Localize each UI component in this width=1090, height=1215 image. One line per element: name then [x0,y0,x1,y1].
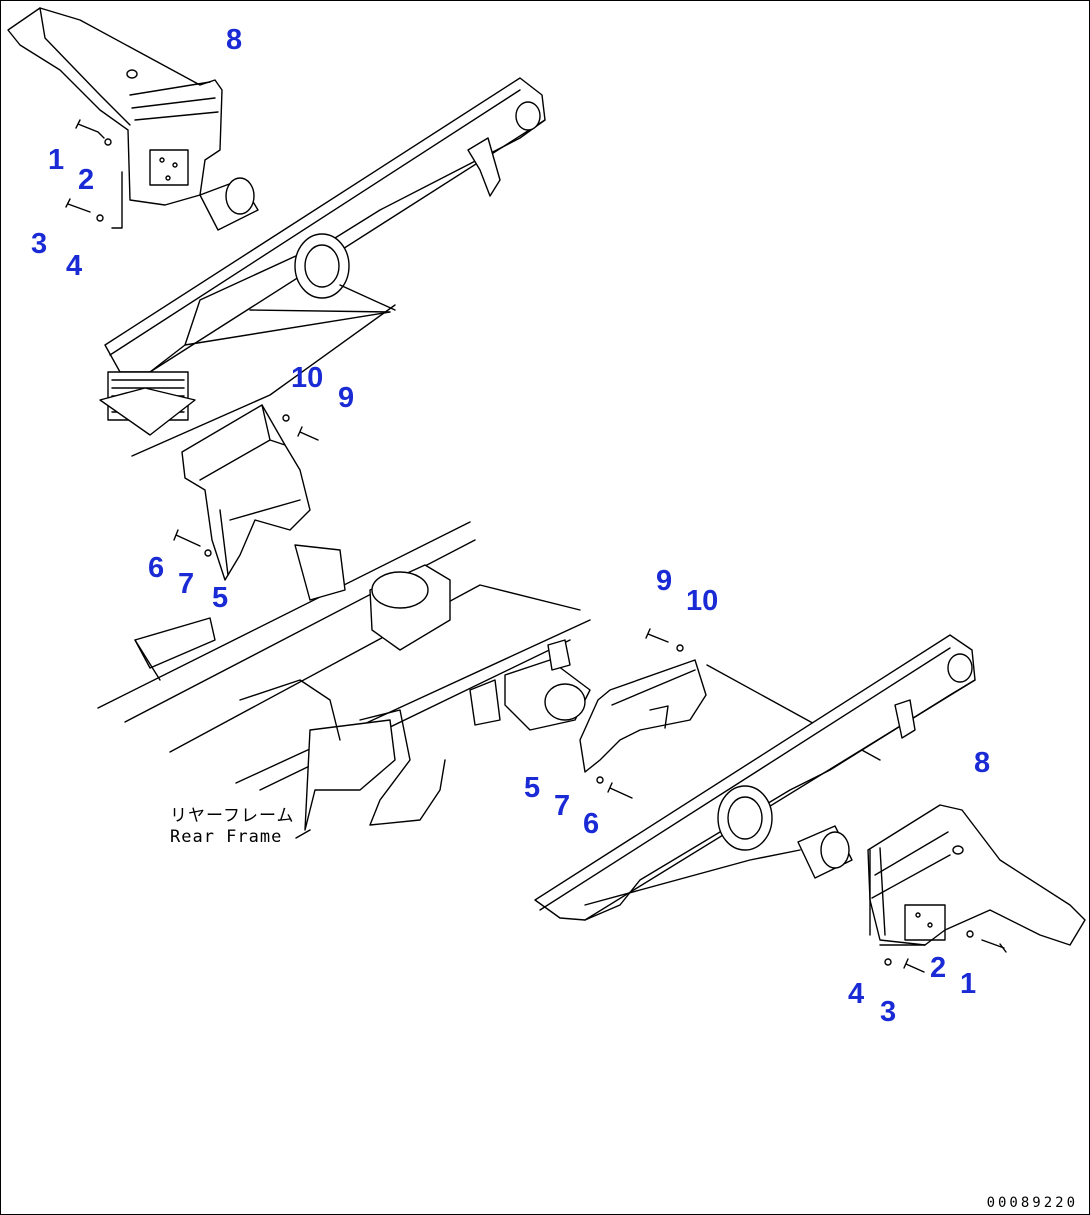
callout-1-bottom-right: 1 [960,968,977,1000]
callout-1-top-left: 1 [48,144,65,176]
callout-10-mid-right: 10 [686,585,719,617]
bracket-mid-left [131,304,396,581]
rear-frame [97,521,591,831]
callout-6-mid-left: 6 [148,552,165,584]
drawing-number: 00089220 [986,1195,1078,1211]
bushing-bottom [797,825,853,879]
callout-7-mid-left: 7 [178,568,195,600]
callout-9-mid-left: 9 [338,382,355,414]
rear-frame-label-japanese: リヤーフレーム [170,806,295,826]
frame-label-leader [295,829,311,839]
trailing-arm-bottom [534,634,976,921]
bracket-top-left [7,7,223,206]
bolts-mid-left [173,414,319,557]
callout-5-mid-left: 5 [212,582,229,614]
rear-frame-label-english: Rear Frame [170,827,283,848]
callout-10-mid-left: 10 [291,362,324,394]
bolts-top-left [65,119,123,229]
air-spring [99,371,196,436]
callout-8-top-left: 8 [226,24,243,56]
bushing-top [199,177,259,231]
bracket-bottom-right [867,804,1086,946]
trailing-arm-top [104,77,546,373]
callout-8-bottom-right: 8 [974,747,991,779]
bolts-bottom-right [884,930,1007,973]
bolts-mid-right [596,628,684,799]
rear-frame-label: リヤーフレーム Rear Frame [170,806,294,849]
callout-6-mid-right: 6 [583,808,600,840]
callout-4-top-left: 4 [66,250,83,282]
callout-9-mid-right: 9 [656,565,673,597]
callout-7-mid-right: 7 [554,790,571,822]
callout-3-bottom-right: 3 [880,996,897,1028]
callout-2-top-left: 2 [78,164,95,196]
callout-2-bottom-right: 2 [930,952,947,984]
callout-5-mid-right: 5 [524,772,541,804]
callout-3-top-left: 3 [31,228,48,260]
callout-4-bottom-right: 4 [848,978,865,1010]
